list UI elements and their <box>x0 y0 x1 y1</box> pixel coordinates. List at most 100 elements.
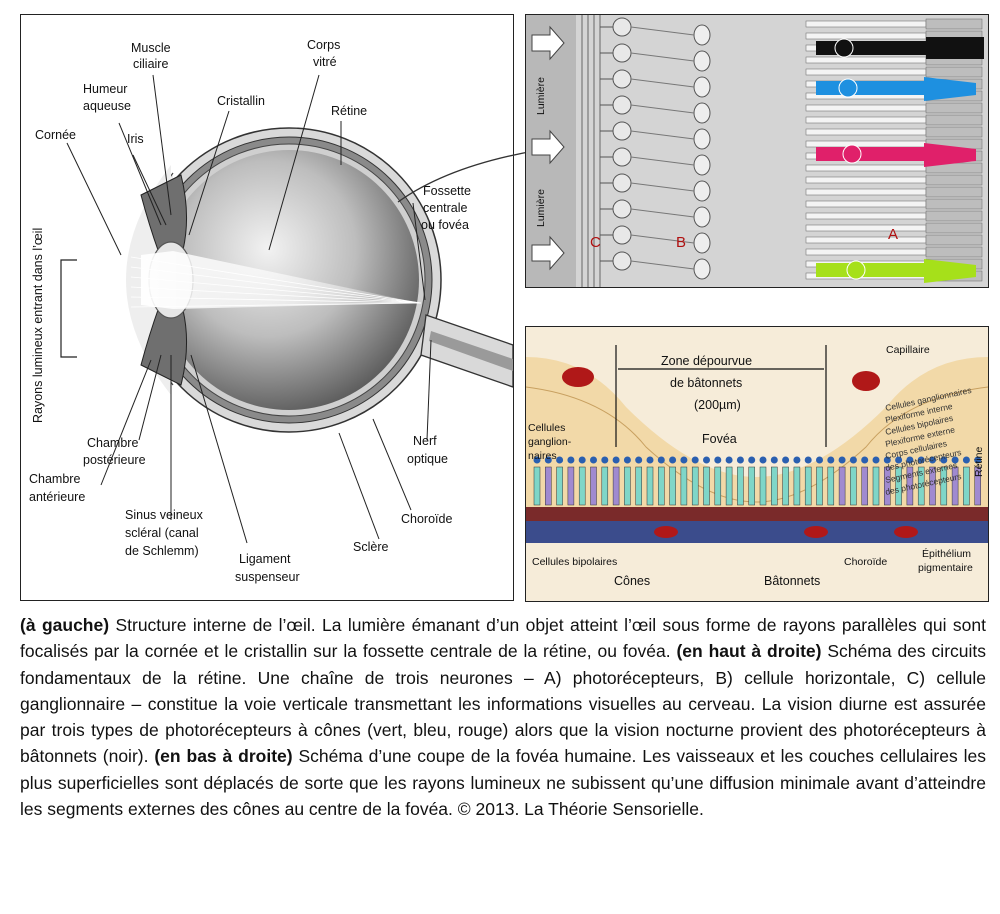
rod-black <box>816 37 984 59</box>
bipolar-nucleus <box>725 456 733 464</box>
caption-text-top-right: Schéma des circuits fondamentaux de la r… <box>20 641 987 767</box>
label-muscle-ciliaire-2: ciliaire <box>133 57 168 71</box>
bipolar-nucleus <box>601 456 609 464</box>
cone-cell <box>646 466 654 506</box>
choroid-vessel-1 <box>654 526 678 538</box>
ganglion-cell <box>612 69 632 89</box>
label-fossette-3: ou fovéa <box>421 218 469 232</box>
bipolar-dendrite <box>630 104 695 114</box>
bipolar-nucleus <box>567 456 575 464</box>
label-lumiere-bottom: Lumière <box>535 189 547 227</box>
cone-cell <box>635 466 642 506</box>
bipolar-nucleus <box>816 456 823 464</box>
bipolar-dendrite <box>630 26 695 36</box>
label-fovea: Fovéa <box>702 432 737 446</box>
label-sinus-1: Sinus veineux <box>125 508 204 522</box>
cone-cell <box>737 466 744 506</box>
bipolar-cell <box>693 180 711 202</box>
caption-text-bottom-right: Schéma d’une coupe de la fovéa humaine. … <box>20 746 987 820</box>
bipolar-dendrite <box>630 78 695 88</box>
label-fossette-2: centrale <box>423 201 468 215</box>
cone-cell <box>963 466 970 506</box>
photoreceptor <box>805 140 927 148</box>
cone-cell <box>691 466 699 506</box>
bipolar-nucleus <box>533 456 541 464</box>
ganglion-cell <box>612 225 632 245</box>
cone-cell <box>827 466 835 506</box>
bipolar-cell <box>693 154 711 176</box>
outer-segment <box>925 102 983 114</box>
photoreceptor <box>805 212 927 220</box>
capillary-right <box>852 371 880 391</box>
photoreceptor <box>805 104 927 112</box>
cone-cell <box>917 466 925 506</box>
label-nerf-1: Nerf <box>413 434 437 448</box>
bipolar-nucleus <box>770 456 778 464</box>
label-chambre-anterieure-2: antérieure <box>29 490 85 504</box>
label-humeur-2: aqueuse <box>83 99 131 113</box>
label-choroide: Choroïde <box>844 556 887 568</box>
bipolar-nucleus <box>804 456 812 464</box>
ganglion-cell <box>612 251 632 271</box>
bipolar-cell <box>693 128 711 150</box>
bipolar-cell <box>693 24 711 46</box>
label-cellules-gang-2: ganglion- <box>528 436 572 448</box>
bipolar-nucleus <box>872 456 880 464</box>
rod-cell <box>906 466 914 506</box>
label-choroide: Choroïde <box>401 512 452 526</box>
photoreceptor <box>805 128 927 136</box>
label-sclere: Sclère <box>353 540 388 554</box>
outer-segment <box>925 126 983 138</box>
outer-segment <box>925 18 983 30</box>
label-epithelium-2: pigmentaire <box>918 562 973 574</box>
bipolar-nucleus <box>748 456 756 464</box>
bipolar-nucleus <box>883 456 891 464</box>
pigment-epithelium <box>526 507 988 521</box>
cone-cell <box>703 466 710 506</box>
label-chambre-posterieure-2: postérieure <box>83 453 146 467</box>
figure-caption: (à gauche) Structure interne de l’œil. L… <box>20 612 986 822</box>
light-rays <box>130 251 422 309</box>
bipolar-dendrite <box>630 182 695 192</box>
outer-segment <box>925 198 983 210</box>
outer-segment <box>925 210 983 222</box>
capillary-left <box>562 367 594 387</box>
cone-cell <box>771 466 778 506</box>
bipolar-nucleus <box>635 456 643 464</box>
label-chambre-anterieure-1: Chambre <box>29 472 80 486</box>
bipolar-dendrite <box>630 130 695 140</box>
bipolar-nucleus <box>974 456 982 464</box>
photoreceptor <box>805 200 927 208</box>
label-c: C <box>590 234 601 251</box>
rod-cell <box>884 466 891 506</box>
label-zone-1: Zone dépourvue <box>661 354 752 368</box>
rod-cell <box>974 466 981 506</box>
label-iris: Iris <box>127 132 144 146</box>
cone-cell <box>578 466 586 506</box>
label-cellules-gang-3: naires <box>528 450 557 462</box>
bipolar-nucleus <box>917 456 925 464</box>
photoreceptor <box>805 248 927 256</box>
retina-circuit-panel: Lumière Lumière <box>525 14 989 288</box>
rod-cell <box>545 466 552 506</box>
fovea-section-panel: Zone dépourvue de bâtonnets (200µm) Fové… <box>525 326 989 602</box>
photoreceptor <box>805 116 927 124</box>
bipolar-nucleus <box>680 456 688 464</box>
cone-cell <box>533 466 541 506</box>
outer-segment <box>925 66 983 78</box>
bipolar-nucleus <box>544 456 552 464</box>
cone-cell <box>658 466 665 506</box>
rod-cell <box>567 466 575 506</box>
bipolar-dendrite <box>630 260 695 270</box>
retina-circuit-diagram: Lumière Lumière <box>526 15 984 287</box>
label-sinus-3: de Schlemm) <box>125 544 199 558</box>
zone-bracket <box>615 345 827 447</box>
light-arrows <box>531 25 565 271</box>
bipolar-nucleus <box>578 456 586 464</box>
ganglion-cell <box>612 199 632 219</box>
cone-cell <box>748 466 755 506</box>
cone-cell <box>759 466 767 506</box>
bipolar-nucleus <box>838 456 846 464</box>
eye-leader-lines <box>66 74 432 544</box>
photoreceptor <box>805 176 927 184</box>
